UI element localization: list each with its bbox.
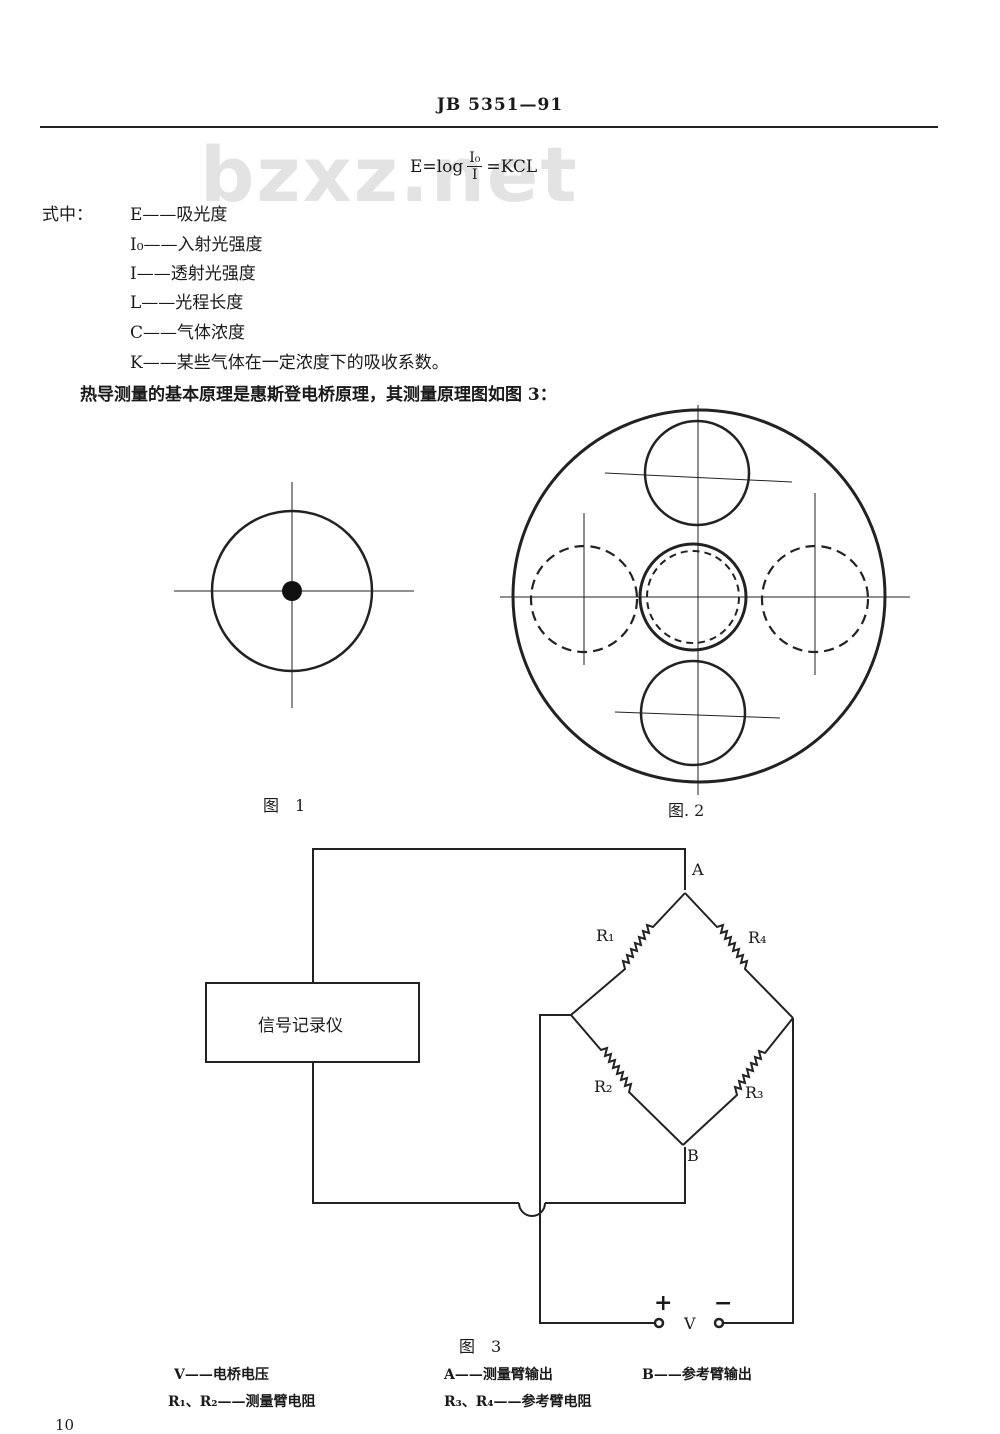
voltage-label: V — [684, 1314, 696, 1333]
node-a-label: A — [692, 860, 704, 879]
figure-3-caption: 图 3 — [459, 1337, 502, 1356]
definition-item: L——光程长度 — [130, 293, 244, 313]
node-b-label: B — [687, 1146, 699, 1165]
absorbance-formula: E=log I₀ I =KCL — [410, 150, 537, 183]
legend-b: B——参考臂输出 — [642, 1367, 752, 1383]
formula-lhs: E=log — [410, 156, 464, 177]
principle-paragraph: 热导测量的基本原理是惠斯登电桥原理，其测量原理图如图 3： — [80, 385, 557, 405]
r2-label: R₂ — [594, 1077, 613, 1096]
formula-rhs: =KCL — [486, 156, 538, 177]
bridge-circuit — [312, 848, 794, 1329]
legend-a: A——测量臂输出 — [444, 1367, 553, 1383]
definition-item: I——透射光强度 — [130, 264, 256, 284]
legend-r12: R₁、R₂——测量臂电阻 — [168, 1394, 316, 1410]
page-number: 10 — [55, 1416, 75, 1434]
legend-r34: R₃、R₄——参考臂电阻 — [444, 1394, 592, 1410]
definition-item: I₀——入射光强度 — [130, 235, 263, 255]
figure-1-caption: 图 1 — [263, 796, 306, 815]
recorder-label: 信号记录仪 — [258, 1016, 343, 1036]
figure-2-drawing — [500, 405, 910, 795]
definition-item: C——气体浓度 — [130, 323, 246, 343]
formula-fraction: I₀ I — [467, 150, 483, 183]
watermark: bzxz.net — [200, 130, 579, 219]
header-rule — [40, 126, 938, 128]
definition-item: E——吸光度 — [130, 205, 228, 225]
minus-terminal-label: − — [714, 1290, 733, 1316]
plus-terminal-label: + — [654, 1290, 673, 1316]
figure-2-caption: 图. 2 — [668, 801, 705, 820]
definitions-prefix: 式中： — [42, 205, 93, 225]
standard-header: JB 5351—91 — [436, 95, 564, 115]
legend-v: V——电桥电压 — [174, 1367, 269, 1383]
formula-denominator: I — [472, 167, 478, 183]
figure-1-drawing — [174, 482, 414, 708]
r1-label: R₁ — [596, 926, 615, 945]
formula-numerator: I₀ — [467, 150, 483, 167]
definition-item: K——某些气体在一定浓度下的吸收系数。 — [130, 353, 449, 373]
r4-label: R₄ — [748, 928, 767, 947]
recorder-box — [205, 982, 420, 1063]
r3-label: R₃ — [745, 1083, 764, 1102]
